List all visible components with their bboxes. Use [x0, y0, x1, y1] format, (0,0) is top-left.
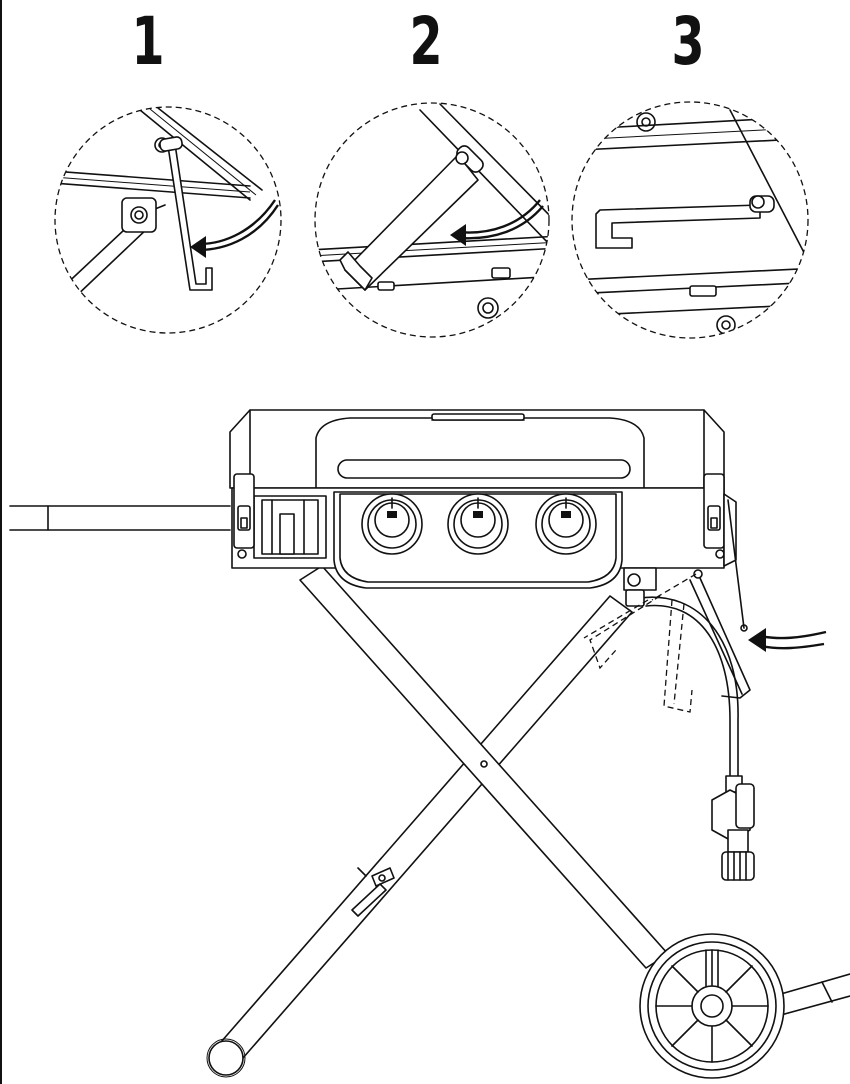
burner-knob-2 [447, 493, 509, 555]
stow-arrow-icon [748, 628, 827, 652]
step-number-2: 2 [409, 3, 443, 80]
detail-circle-3 [571, 101, 809, 339]
cart-wheel [639, 933, 785, 1079]
detail-1-contents [55, 107, 280, 301]
gas-hose-regulator [625, 589, 755, 881]
grill-lid [229, 409, 725, 489]
step-number-1: 1 [131, 3, 165, 80]
detail-3-contents [572, 109, 808, 335]
burner-knob-1 [361, 493, 423, 555]
detail-2-contents [315, 103, 549, 319]
grill-body [231, 473, 748, 632]
left-handle-bar [9, 505, 231, 531]
detail-circle-2 [314, 102, 550, 338]
burner-knob-3 [535, 493, 597, 555]
grill-on-cart [9, 409, 850, 1079]
detail-circle-1 [54, 106, 282, 334]
step-number-3: 3 [671, 3, 705, 80]
side-hook-positions [583, 573, 751, 713]
